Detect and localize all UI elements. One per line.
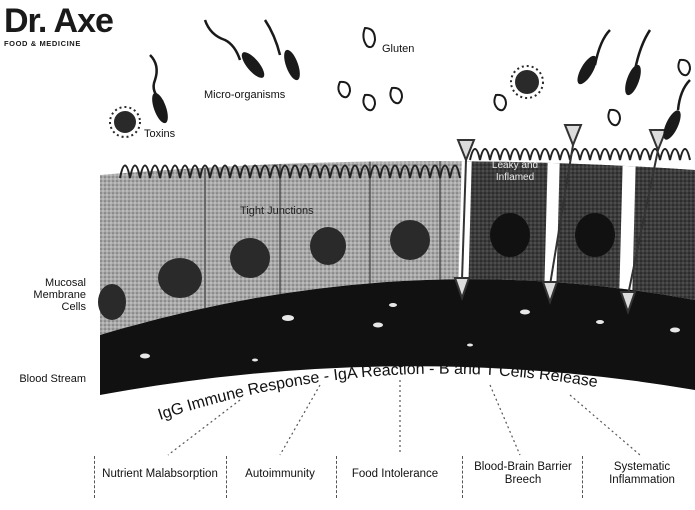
tight-junctions-label: Tight Junctions [240, 205, 314, 217]
toxins-label: Toxins [144, 128, 175, 140]
outcome-blood-brain-barrier: Blood-Brain Barrier Breech [468, 448, 578, 500]
cell-nucleus [310, 227, 346, 265]
mucosal-cells-label: Mucosal Membrane Cells [6, 277, 86, 313]
cell-nucleus [390, 220, 430, 260]
outcome-systematic-inflammation: Systematic Inflammation [587, 448, 695, 500]
toxin-icons [110, 66, 543, 137]
outcome-autoimmunity: Autoimmunity [230, 448, 330, 500]
cell-nucleus [575, 213, 615, 257]
cell-nucleus [98, 284, 126, 320]
outcome-food-intolerance: Food Intolerance [345, 448, 445, 500]
gluten-label: Gluten [382, 43, 414, 55]
cell-nucleus [230, 238, 270, 278]
cell-nucleus [158, 258, 202, 298]
outcome-nutrient-malabsorption: Nutrient Malabsorption [100, 448, 220, 500]
blood-stream-label: Blood Stream [6, 373, 86, 385]
micro-organisms-label: Micro-organisms [204, 89, 285, 101]
outcomes-row: Nutrient Malabsorption Autoimmunity Food… [90, 438, 695, 510]
cell-nucleus [490, 213, 530, 257]
leaky-gut-label: Leaky and Inflamed [485, 160, 545, 184]
